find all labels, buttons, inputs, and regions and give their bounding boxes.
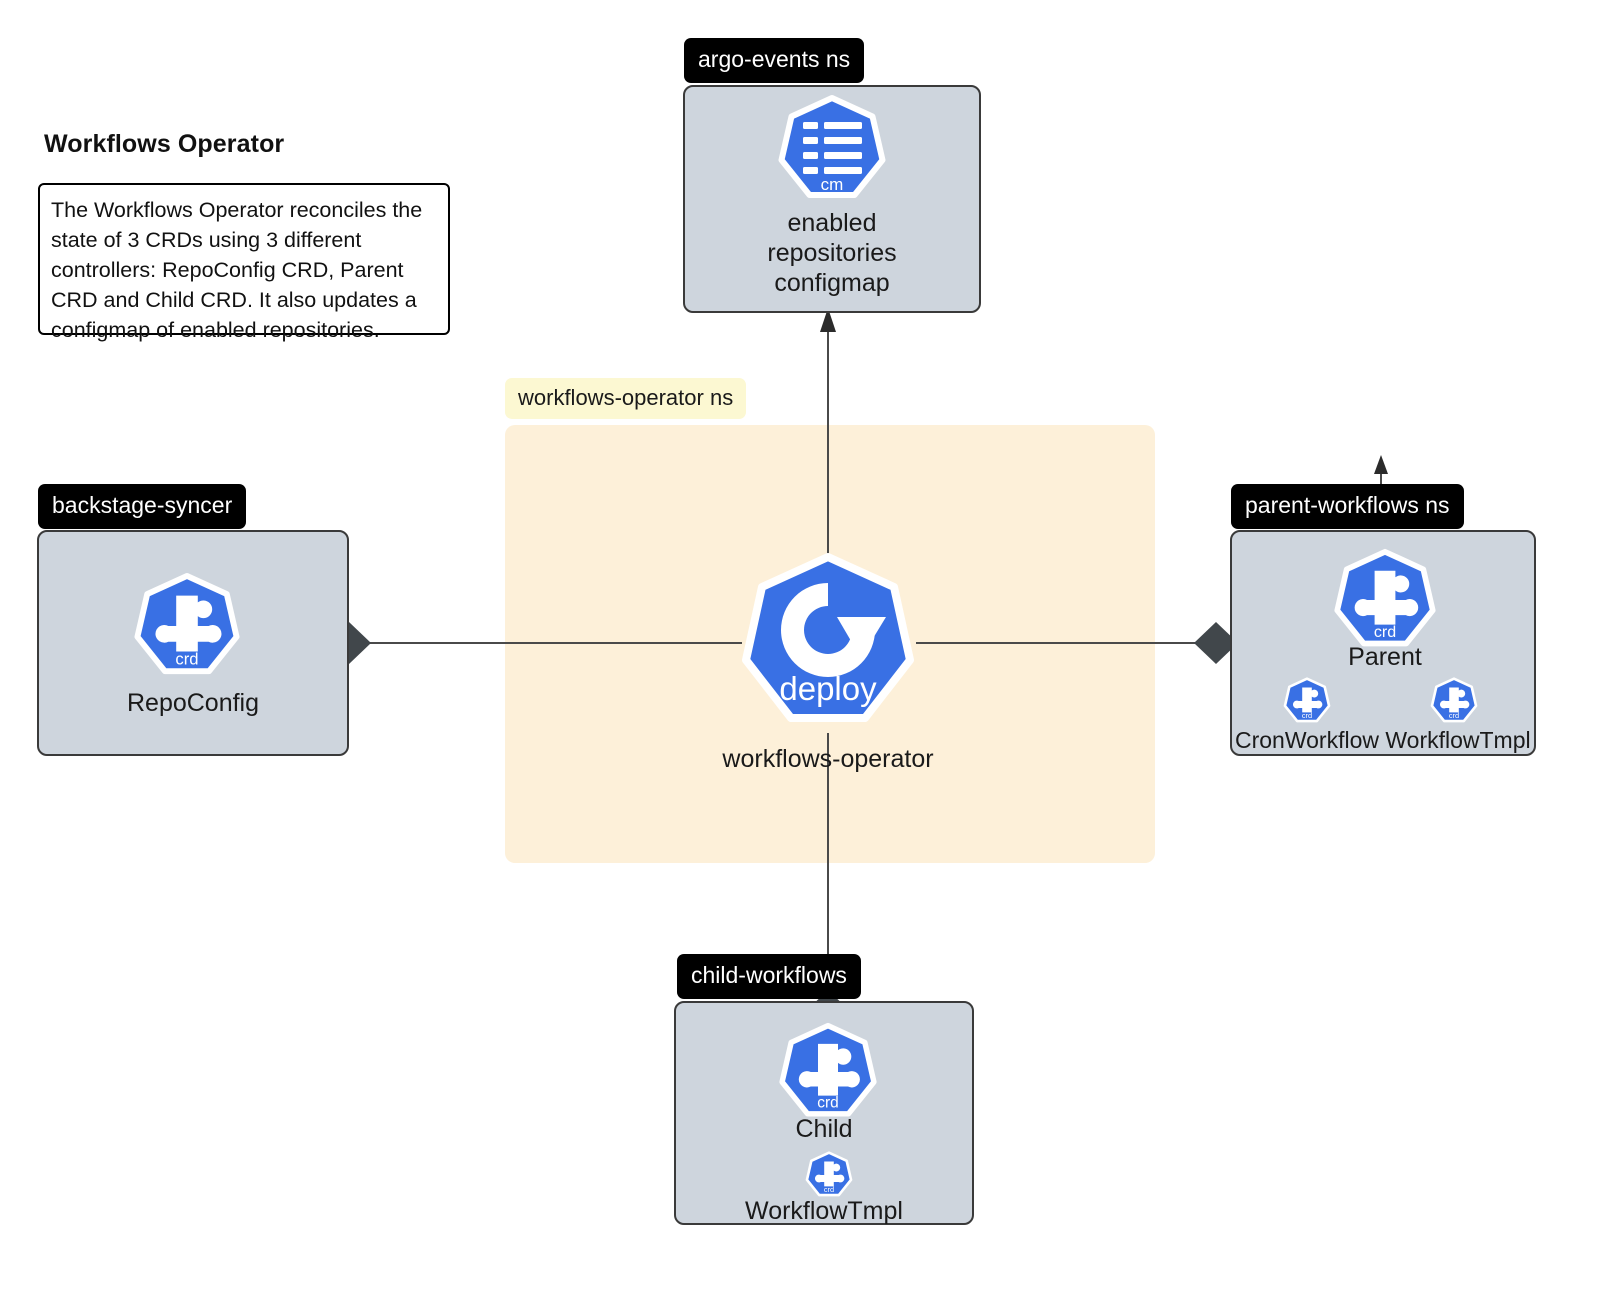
namespace-label-argo-events: argo-events ns [684,38,865,83]
crd-icon: crd [133,572,241,680]
crd-icon: crd [1333,548,1437,652]
description-note: The Workflows Operator reconciles the st… [38,183,450,342]
crd-icon: crd [1430,677,1478,725]
svg-text:crd: crd [824,1185,834,1194]
node-caption-cronworkflow: CronWorkflow [1235,727,1379,753]
node-caption-enabled-repositories-configmap: enabled repositories configmap [767,209,897,297]
svg-text:crd: crd [1449,711,1459,720]
configmap-icon: cm [777,94,887,204]
svg-text:crd: crd [175,649,198,668]
node-caption-workflowtmpl-child: WorkflowTmpl [745,1197,903,1225]
svg-text:crd: crd [1374,623,1396,641]
namespace-label-workflows-operator: workflows-operator ns [505,378,747,419]
crd-icon: crd [805,1151,853,1199]
svg-text:crd: crd [817,1094,838,1111]
page-title: Workflows Operator [44,130,285,158]
crd-icon: crd [778,1022,878,1122]
namespace-label-backstage-syncer: backstage-syncer [38,484,247,529]
svg-text:deploy: deploy [779,670,877,707]
node-caption-parent: Parent [1348,643,1422,671]
description-note-text: The Workflows Operator reconciles the st… [51,198,423,342]
namespace-label-parent-workflows: parent-workflows ns [1231,484,1464,529]
node-caption-repoconfig: RepoConfig [126,689,260,717]
arrowhead-parent-stub [1374,455,1388,474]
node-caption-workflows-operator: workflows-operator [722,745,934,773]
crd-icon: crd [1283,677,1331,725]
node-caption-workflowtmpl-parent: WorkflowTmpl [1385,727,1531,753]
namespace-label-child-workflows: child-workflows [677,954,861,999]
node-caption-child: Child [795,1115,853,1143]
svg-text:crd: crd [1302,711,1312,720]
svg-text:cm: cm [821,175,844,194]
deploy-icon: deploy [738,553,918,733]
